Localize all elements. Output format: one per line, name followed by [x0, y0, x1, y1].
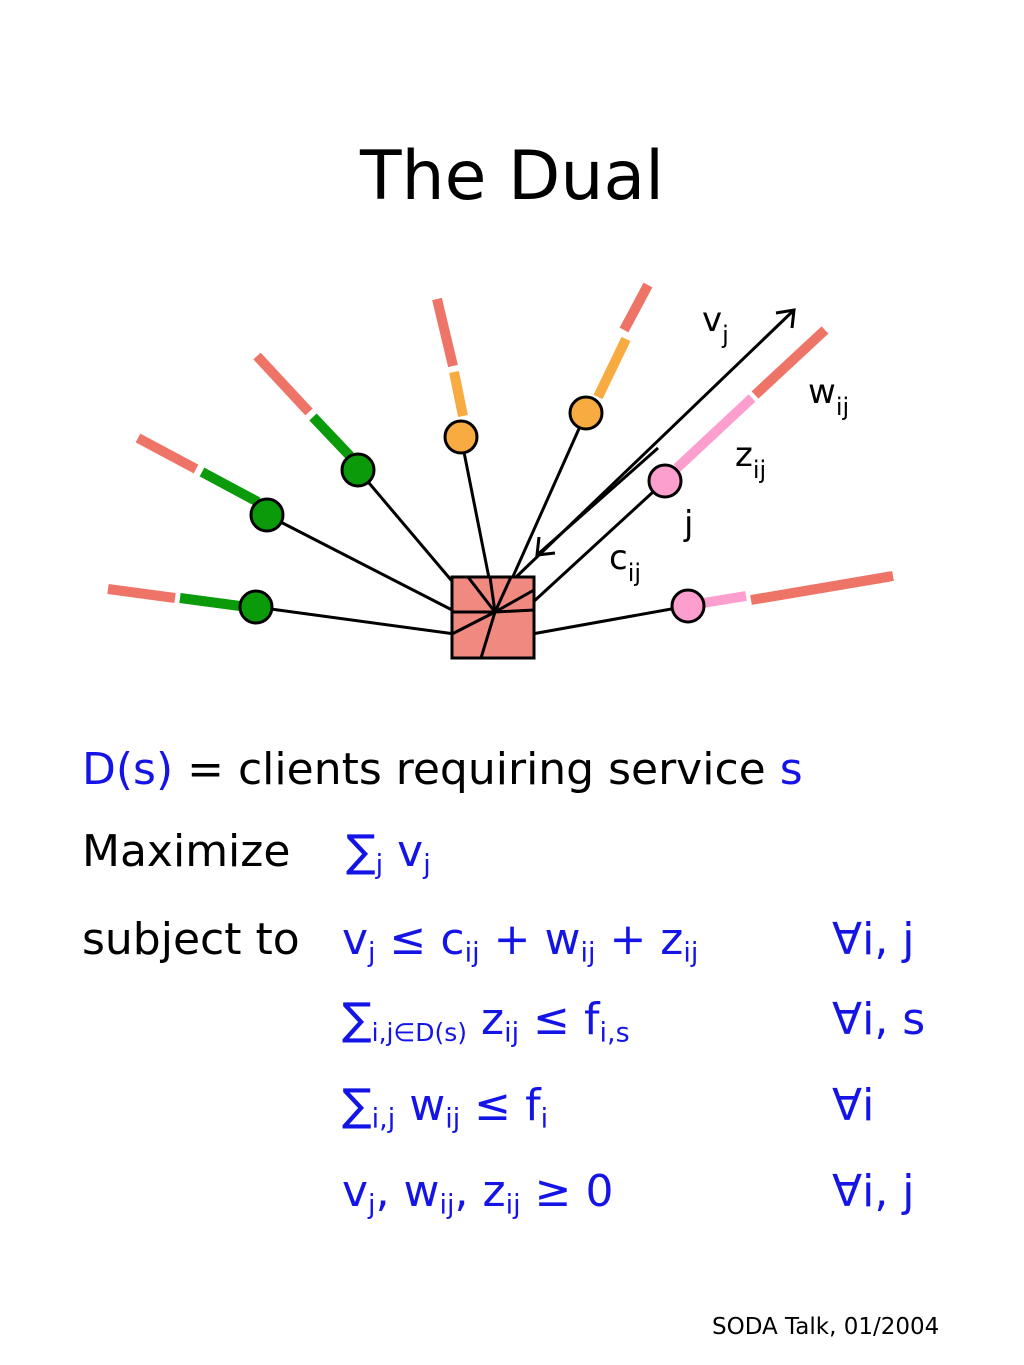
maximize-label: Maximize: [82, 826, 291, 877]
label-z: zij: [735, 435, 766, 484]
expr-term: + w: [479, 914, 581, 965]
expr-term: + z: [595, 914, 684, 965]
expr-term: , w: [375, 1166, 440, 1217]
constraint-expression: vj ≤ cij + wij + zij: [342, 918, 698, 967]
bar-orange: [449, 370, 468, 418]
client-node: [568, 395, 604, 431]
bar-green: [179, 593, 241, 611]
expr-term: v: [342, 1166, 369, 1217]
constraint-quantifier: ∀i, j: [832, 914, 915, 965]
label-c: cij: [609, 538, 641, 587]
expr-term: ≥ 0: [520, 1166, 614, 1217]
edges: [255, 412, 689, 636]
bar-salmon: [135, 433, 199, 474]
expr-term: , z: [454, 1166, 506, 1217]
expr-subscript: ij: [505, 1189, 521, 1221]
expr-subscript: j: [368, 1189, 376, 1221]
label-w: wij: [808, 372, 849, 421]
constraint-quantifier: ∀i, j: [832, 1166, 915, 1217]
bar-pink: [673, 394, 756, 472]
label-v: vj: [702, 300, 729, 349]
bar-salmon: [751, 326, 829, 399]
expr-subscript: ij: [580, 937, 596, 969]
bar-orange: [593, 336, 631, 400]
client-node: [238, 589, 274, 625]
client-bars: [107, 282, 894, 611]
bar-salmon: [619, 282, 653, 333]
expr-term: ∑: [342, 1080, 372, 1131]
client-node: [249, 497, 285, 533]
expr-term: w: [395, 1080, 446, 1131]
expr-term: ≤ f: [460, 1080, 541, 1131]
expr-subscript: ij: [445, 1103, 461, 1135]
client-nodes: [238, 395, 706, 625]
constraint-expression: ∑i,j∈D(s) zij ≤ fi,s: [342, 998, 630, 1047]
expr-subscript: ij: [504, 1017, 520, 1049]
set-name: D(s): [82, 744, 174, 795]
constraint-expression: ∑i,j wij ≤ fi: [342, 1084, 548, 1133]
expr-subscript: i,s: [599, 1017, 630, 1049]
client-node: [443, 419, 479, 455]
constraint-expression: vj, wij, zij ≥ 0: [342, 1170, 613, 1219]
definition-line: D(s) = clients requiring service s: [82, 748, 803, 792]
footer-text: SODA Talk, 01/2004: [712, 1314, 940, 1340]
subject-to-label: subject to: [82, 914, 300, 965]
expr-term: ∑: [342, 994, 372, 1045]
facility-network-diagram: vj wij zij j cij: [107, 282, 894, 660]
expr-subscript: i,j∈D(s): [371, 1018, 468, 1047]
expr-subscript: ij: [439, 1189, 455, 1221]
expr-term: ≤ c: [375, 914, 465, 965]
bar-salmon: [750, 571, 894, 605]
c-arrow: [535, 446, 659, 557]
client-node: [670, 588, 706, 624]
facility-box: [450, 575, 536, 660]
expr-term: v: [342, 914, 369, 965]
expr-term: z: [467, 994, 505, 1045]
expr-subscript: j: [368, 937, 376, 969]
constraint-quantifier: ∀i: [832, 1080, 875, 1131]
bar-salmon: [107, 584, 176, 603]
expr-subscript: i: [540, 1103, 549, 1135]
expr-subscript: ij: [464, 937, 480, 969]
service-symbol: s: [779, 744, 803, 795]
bar-salmon: [253, 352, 313, 416]
bar-salmon: [432, 297, 458, 368]
slide-title: The Dual: [359, 137, 665, 216]
client-node-j: [647, 463, 683, 499]
expr-subscript: ij: [683, 937, 699, 969]
objective: ∑j vj: [346, 826, 431, 881]
client-node: [340, 452, 376, 488]
bar-pink: [702, 591, 747, 608]
bar-green: [199, 467, 261, 507]
expr-term: ≤ f: [519, 994, 600, 1045]
bar-green: [309, 413, 354, 460]
definition-text: = clients requiring service: [173, 744, 780, 795]
label-j: j: [683, 504, 693, 544]
expr-subscript: i,j: [371, 1103, 396, 1135]
constraint-quantifier: ∀i, s: [832, 994, 926, 1045]
